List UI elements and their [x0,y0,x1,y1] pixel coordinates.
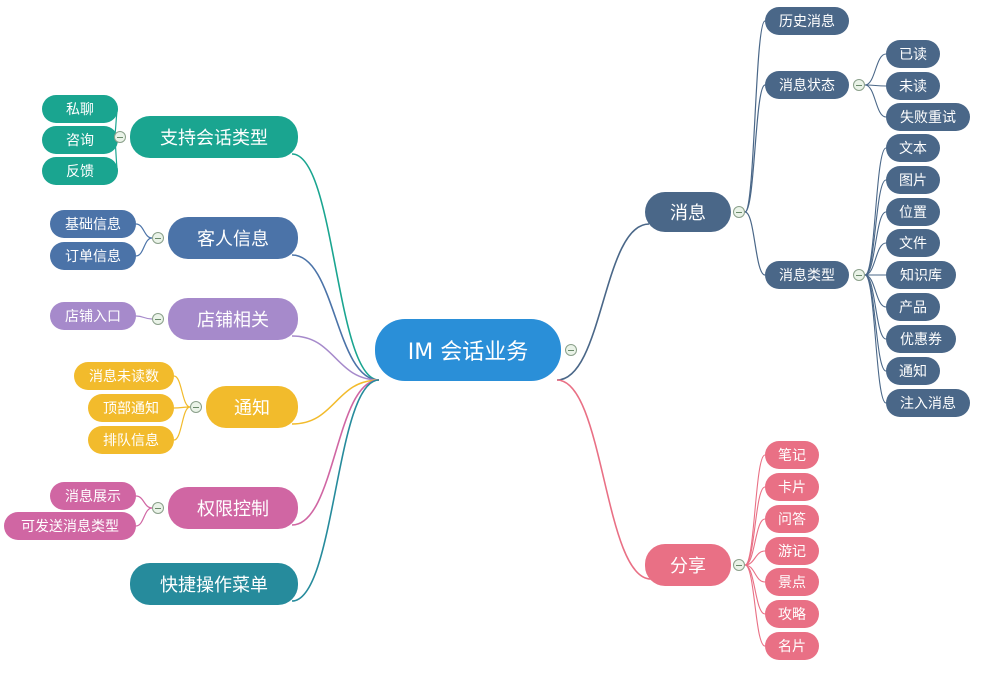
topic-1[interactable]: 客人信息 [168,217,298,259]
subtopic-left-0-0[interactable]: 私聊 [42,95,118,123]
share-item-5[interactable]: 攻略 [765,600,819,628]
share-item-2[interactable]: 问答 [765,505,819,533]
connector-left-3-0 [173,375,191,408]
connector-type-1 [864,179,887,276]
share-item-4[interactable]: 景点 [765,568,819,596]
connector-msg-2 [744,211,766,276]
type-item-4[interactable]: 知识库 [886,261,956,289]
subtopic-message-2[interactable]: 消息类型 [765,261,849,289]
collapse-toggle-message[interactable] [733,206,745,218]
root-topic[interactable]: IM 会话业务 [375,319,561,381]
connector-share-0 [744,454,766,566]
connector-share-3 [744,550,766,566]
connector-msg-1 [744,84,766,213]
connector-type-8 [864,274,887,404]
collapse-toggle-left-0[interactable] [114,131,126,143]
subtopic-left-4-1[interactable]: 可发送消息类型 [4,512,136,540]
connector-root-3 [291,379,380,425]
subtopic-left-3-1[interactable]: 顶部通知 [88,394,174,422]
connector-root-4 [291,379,380,526]
connector-left-4-0 [135,495,153,509]
status-item-2[interactable]: 失败重试 [886,103,970,131]
type-item-2[interactable]: 位置 [886,198,940,226]
status-item-1[interactable]: 未读 [886,72,940,100]
collapse-toggle-root[interactable] [565,344,577,356]
subtopic-left-4-0[interactable]: 消息展示 [50,482,136,510]
collapse-toggle-left-2[interactable] [152,313,164,325]
connector-type-2 [864,211,887,276]
type-item-8[interactable]: 注入消息 [886,389,970,417]
connector-status-2 [864,84,887,118]
connector-root-share [556,379,652,580]
connector-root-5 [291,379,380,602]
topic-0[interactable]: 支持会话类型 [130,116,298,158]
connector-type-6 [864,274,887,340]
connector-share-6 [744,564,766,647]
collapse-toggle-message-status[interactable] [853,79,865,91]
topic-share[interactable]: 分享 [645,544,731,586]
type-item-7[interactable]: 通知 [886,357,940,385]
topic-2[interactable]: 店铺相关 [168,298,298,340]
subtopic-left-3-0[interactable]: 消息未读数 [74,362,174,390]
type-item-5[interactable]: 产品 [886,293,940,321]
subtopic-left-3-2[interactable]: 排队信息 [88,426,174,454]
subtopic-left-2-0[interactable]: 店铺入口 [50,302,136,330]
collapse-toggle-left-1[interactable] [152,232,164,244]
connector-root-1 [291,254,380,381]
type-item-6[interactable]: 优惠券 [886,325,956,353]
type-item-3[interactable]: 文件 [886,229,940,257]
connector-status-0 [864,53,887,86]
connector-left-1-1 [135,237,153,257]
subtopic-left-1-1[interactable]: 订单信息 [50,242,136,270]
connector-share-2 [744,518,766,566]
status-item-0[interactable]: 已读 [886,40,940,68]
connector-type-0 [864,147,887,276]
share-item-6[interactable]: 名片 [765,632,819,660]
topic-3[interactable]: 通知 [206,386,298,428]
subtopic-message-1[interactable]: 消息状态 [765,71,849,99]
connector-root-0 [291,153,380,381]
topic-4[interactable]: 权限控制 [168,487,298,529]
subtopic-left-0-2[interactable]: 反馈 [42,157,118,185]
connector-share-1 [744,486,766,566]
connector-left-1-0 [135,223,153,239]
topic-message[interactable]: 消息 [645,192,731,232]
type-item-1[interactable]: 图片 [886,166,940,194]
collapse-toggle-message-type[interactable] [853,269,865,281]
collapse-toggle-share[interactable] [733,559,745,571]
connector-msg-0 [744,20,766,213]
connector-left-4-1 [135,507,153,527]
share-item-0[interactable]: 笔记 [765,441,819,469]
subtopic-left-1-0[interactable]: 基础信息 [50,210,136,238]
type-item-0[interactable]: 文本 [886,134,940,162]
subtopic-message-0[interactable]: 历史消息 [765,7,849,35]
connector-type-3 [864,242,887,276]
connector-root-msg [556,223,650,381]
collapse-toggle-left-4[interactable] [152,502,164,514]
collapse-toggle-left-3[interactable] [190,401,202,413]
topic-5[interactable]: 快捷操作菜单 [130,563,298,605]
connector-root-2 [291,335,380,381]
share-item-3[interactable]: 游记 [765,537,819,565]
connector-left-3-2 [173,406,191,441]
subtopic-left-0-1[interactable]: 咨询 [42,126,118,154]
connector-left-2-0 [135,315,153,320]
share-item-1[interactable]: 卡片 [765,473,819,501]
